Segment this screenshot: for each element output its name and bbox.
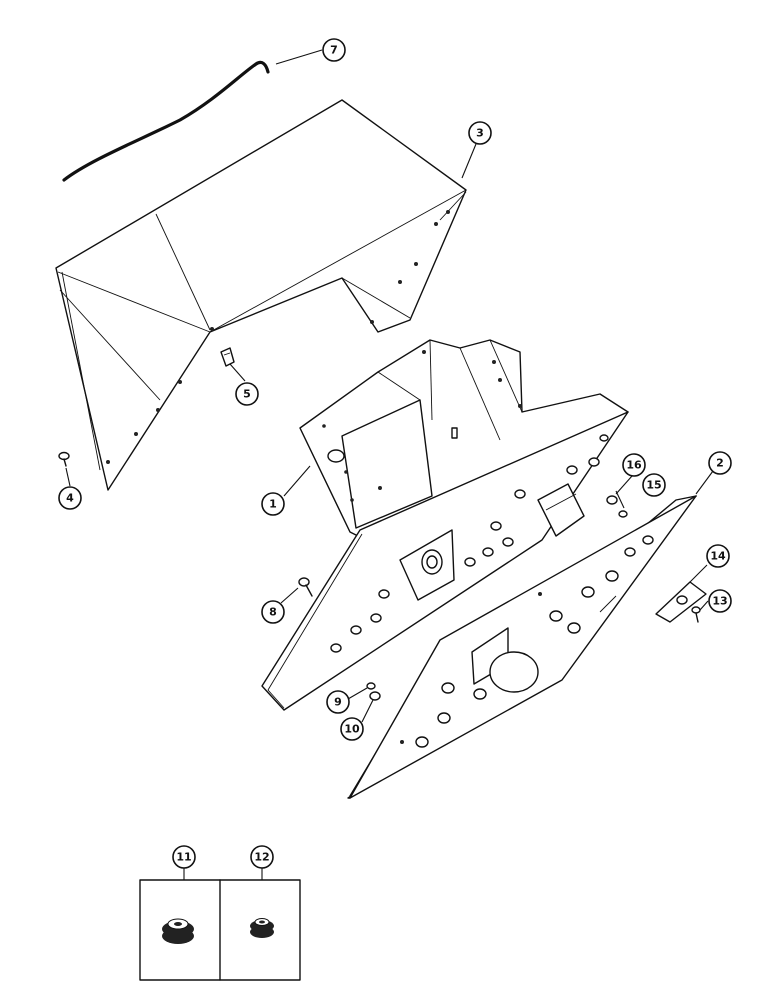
part-8-bolt [298,577,313,597]
part-11-grommet [162,918,194,944]
part-1-mount-plate [261,411,629,711]
part-1-frame [299,339,629,541]
callout-8: 8 [261,600,285,624]
callout-11: 11 [172,845,196,869]
part-13-screw [691,606,701,623]
callout-3: 3 [468,121,492,145]
callout-1: 1 [261,492,285,516]
callout-15: 15 [642,473,666,497]
part-10-nut [369,691,381,701]
callout-11-label: 11 [176,851,191,864]
part-12-grommet [250,918,274,938]
callout-16: 16 [622,453,646,477]
callout-12-label: 12 [254,851,269,864]
callout-4: 4 [58,486,82,510]
callout-2-label: 2 [716,457,724,470]
part-16-nut [606,495,618,505]
callout-2: 2 [708,451,732,475]
callout-12: 12 [250,845,274,869]
callout-8-label: 8 [269,606,277,619]
callout-4-label: 4 [66,492,74,505]
callout-10-label: 10 [344,723,360,736]
callout-14-label: 14 [710,550,726,563]
callout-13: 13 [708,589,732,613]
leader-lines [65,49,714,880]
callout-10: 10 [340,717,364,741]
callout-1-label: 1 [269,498,277,511]
callout-9-label: 9 [334,696,342,709]
callout-3-label: 3 [476,127,484,140]
callout-16-label: 16 [626,459,642,472]
part-15-washer [618,510,628,518]
part-2-back-plate [347,495,697,799]
part-3-hood [55,99,467,491]
callout-5: 5 [235,382,259,406]
part-9-lock-washer [366,682,376,690]
part-14-cover-plate [655,581,707,623]
callout-13-label: 13 [712,595,727,608]
callout-9: 9 [326,690,350,714]
part-4-screw [58,451,70,467]
callout-7-label: 7 [330,44,338,57]
part-5-clip [220,347,235,367]
part-7-cable [62,60,270,182]
callout-15-label: 15 [646,479,661,492]
callout-5-label: 5 [243,388,251,401]
callout-14: 14 [706,544,730,568]
callout-7: 7 [322,38,346,62]
